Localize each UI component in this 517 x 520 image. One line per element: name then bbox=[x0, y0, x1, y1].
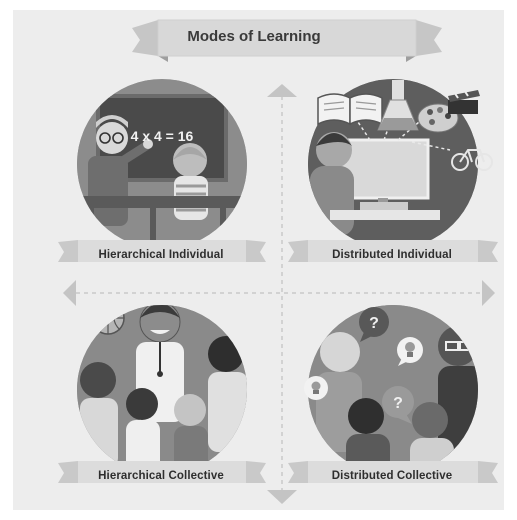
distributed-individual-illustration bbox=[308, 79, 493, 249]
caption-hierarchical-collective: Hierarchical Collective bbox=[98, 470, 224, 482]
caption-distributed-individual: Distributed Individual bbox=[332, 249, 452, 261]
question-mark-1: ? bbox=[369, 315, 379, 332]
hierarchical-collective-illustration bbox=[77, 305, 247, 475]
book-icon bbox=[317, 93, 383, 126]
flask-icon bbox=[377, 80, 419, 131]
lightbulb-bubble-icon bbox=[304, 376, 328, 400]
lightbulb-bubble-icon bbox=[397, 337, 423, 366]
arrow-right-icon bbox=[482, 280, 495, 306]
title-banner bbox=[132, 19, 442, 62]
arrow-down-icon bbox=[267, 490, 297, 504]
page-title: Modes of Learning bbox=[187, 28, 321, 45]
caption-ribbons bbox=[58, 240, 498, 483]
question-bubble-icon: ? bbox=[359, 307, 389, 342]
arrow-up-icon bbox=[267, 84, 297, 97]
bicycle-icon bbox=[451, 149, 493, 171]
arrow-left-icon bbox=[63, 280, 76, 306]
caption-hierarchical-individual: Hierarchical Individual bbox=[98, 249, 224, 261]
blackboard-equation: 4 x 4 = 16 bbox=[131, 128, 194, 144]
question-mark-2: ? bbox=[393, 395, 403, 412]
hierarchical-individual-illustration: 4 x 4 = 16 bbox=[77, 79, 247, 249]
caption-distributed-collective: Distributed Collective bbox=[331, 470, 453, 482]
question-bubble-icon: ? bbox=[382, 386, 414, 424]
clapperboard-icon bbox=[448, 89, 480, 114]
